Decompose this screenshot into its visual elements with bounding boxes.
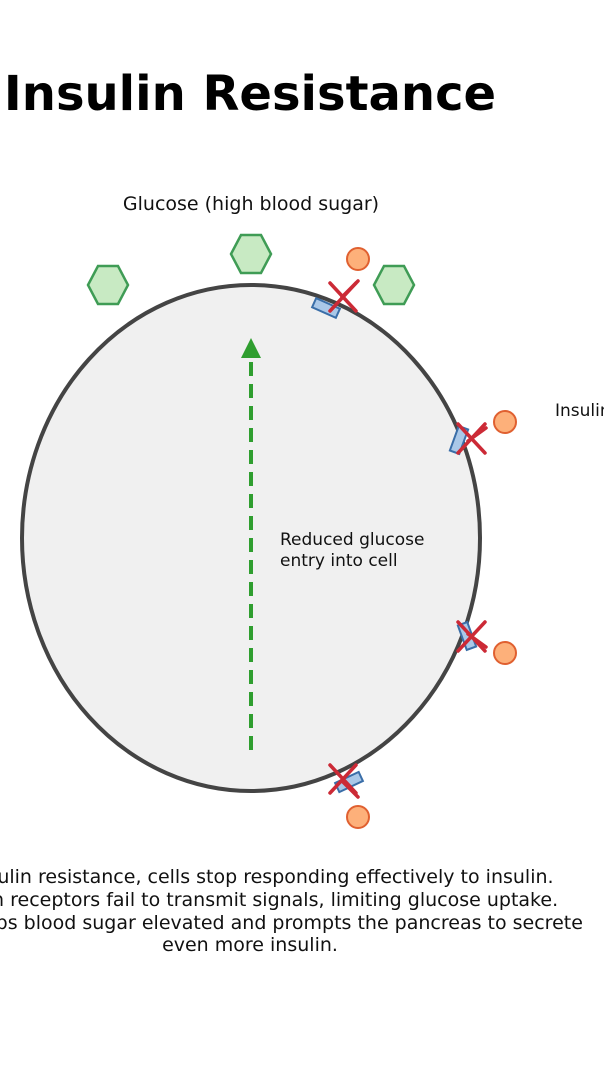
insulin-circle-icon bbox=[493, 641, 517, 665]
glucose-hexagon-icon bbox=[229, 233, 273, 275]
insulin-receptors bbox=[310, 296, 478, 794]
caption-line: even more insulin. bbox=[162, 934, 338, 956]
blocked-x-icon bbox=[456, 620, 488, 653]
insulin-circle-icon bbox=[346, 805, 370, 829]
caption: In insulin resistance, cells stop respon… bbox=[0, 866, 583, 956]
arrow-label-line-2: entry into cell bbox=[280, 551, 398, 571]
insulin-label: Insulin bbox=[555, 401, 604, 421]
insulin-molecules bbox=[346, 247, 517, 829]
caption-line: Insulin receptors fail to transmit signa… bbox=[0, 889, 558, 911]
caption-line: This keeps blood sugar elevated and prom… bbox=[0, 912, 583, 934]
glucose-molecules bbox=[86, 233, 416, 306]
blocked-x-icon bbox=[328, 763, 360, 799]
caption-line: In insulin resistance, cells stop respon… bbox=[0, 866, 554, 888]
blocked-x-icon bbox=[328, 279, 360, 313]
glucose-hexagon-icon bbox=[372, 264, 416, 306]
arrow-label-line-1: Reduced glucose bbox=[280, 530, 424, 550]
glucose-label: Glucose (high blood sugar) bbox=[123, 193, 379, 215]
insulin-circle-icon bbox=[493, 410, 517, 434]
insulin-circle-icon bbox=[346, 247, 370, 271]
arrow-label: Reduced glucose entry into cell bbox=[280, 530, 430, 571]
blocked-signals bbox=[328, 279, 488, 799]
blocked-x-icon bbox=[456, 422, 488, 455]
glucose-hexagon-icon bbox=[86, 264, 130, 306]
diagram-title: Insulin Resistance bbox=[4, 66, 496, 122]
receptor-icon bbox=[310, 296, 342, 320]
